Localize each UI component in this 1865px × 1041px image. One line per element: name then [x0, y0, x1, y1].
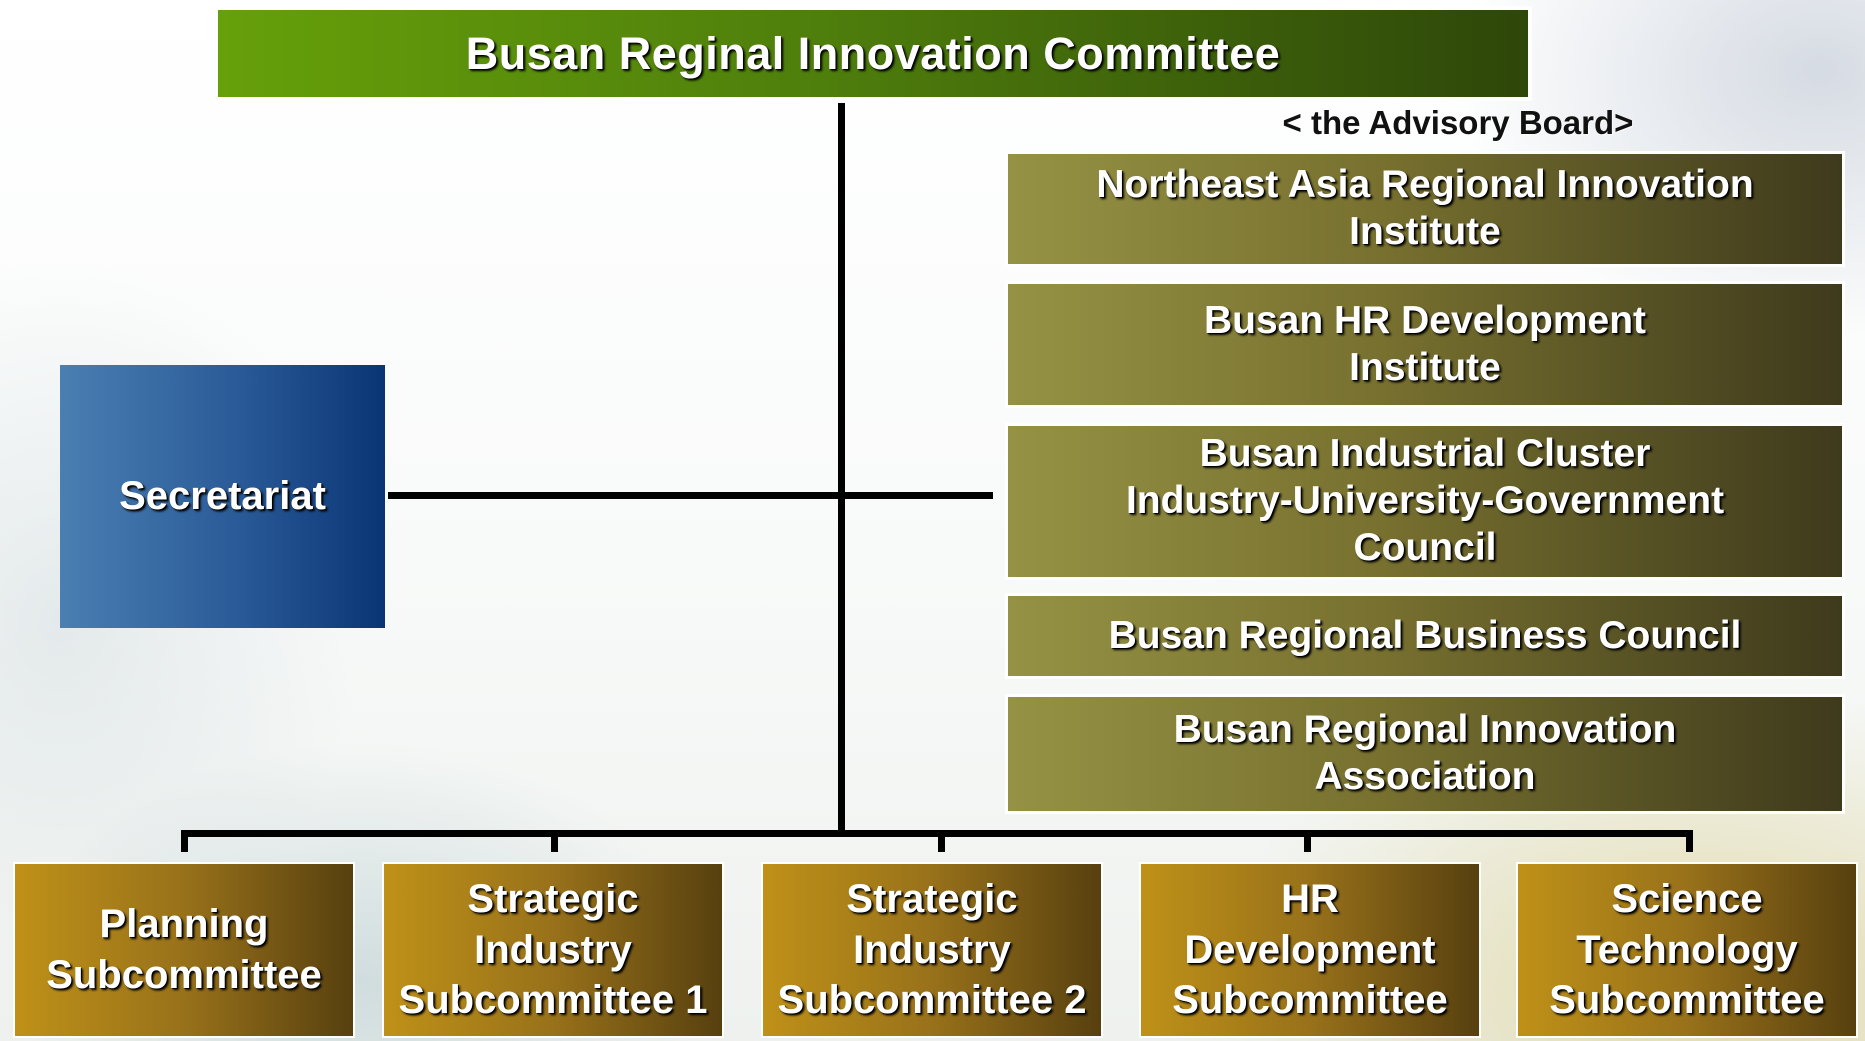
- connector-drop-1: [181, 830, 188, 852]
- committee-box: Busan Reginal Innovation Committee: [214, 6, 1532, 101]
- connector-drop-2: [551, 830, 558, 852]
- subcommittee-1: Strategic Industry Subcommittee 1: [382, 862, 724, 1038]
- advisory-member-3: Busan Regional Business Council: [1005, 593, 1845, 679]
- connector-subcommittee-bus: [181, 830, 1693, 837]
- secretariat-box: Secretariat: [60, 365, 385, 628]
- subcommittee-0: Planning Subcommittee: [13, 862, 355, 1038]
- subcommittee-2: Strategic Industry Subcommittee 2: [761, 862, 1103, 1038]
- advisory-member-1: Busan HR Development Institute: [1005, 281, 1845, 408]
- advisory-board-label: < the Advisory Board>: [1282, 104, 1634, 141]
- subcommittee-4: Science Technology Subcommittee: [1516, 862, 1858, 1038]
- connector-drop-3: [938, 830, 945, 852]
- connector-secretariat: [388, 492, 993, 499]
- connector-trunk: [838, 103, 845, 833]
- connector-drop-4: [1304, 830, 1311, 852]
- connector-drop-5: [1686, 830, 1693, 852]
- advisory-member-2: Busan Industrial Cluster Industry-Univer…: [1005, 423, 1845, 580]
- subcommittee-3: HR Development Subcommittee: [1139, 862, 1481, 1038]
- advisory-member-4: Busan Regional Innovation Association: [1005, 694, 1845, 814]
- advisory-member-0: Northeast Asia Regional Innovation Insti…: [1005, 151, 1845, 267]
